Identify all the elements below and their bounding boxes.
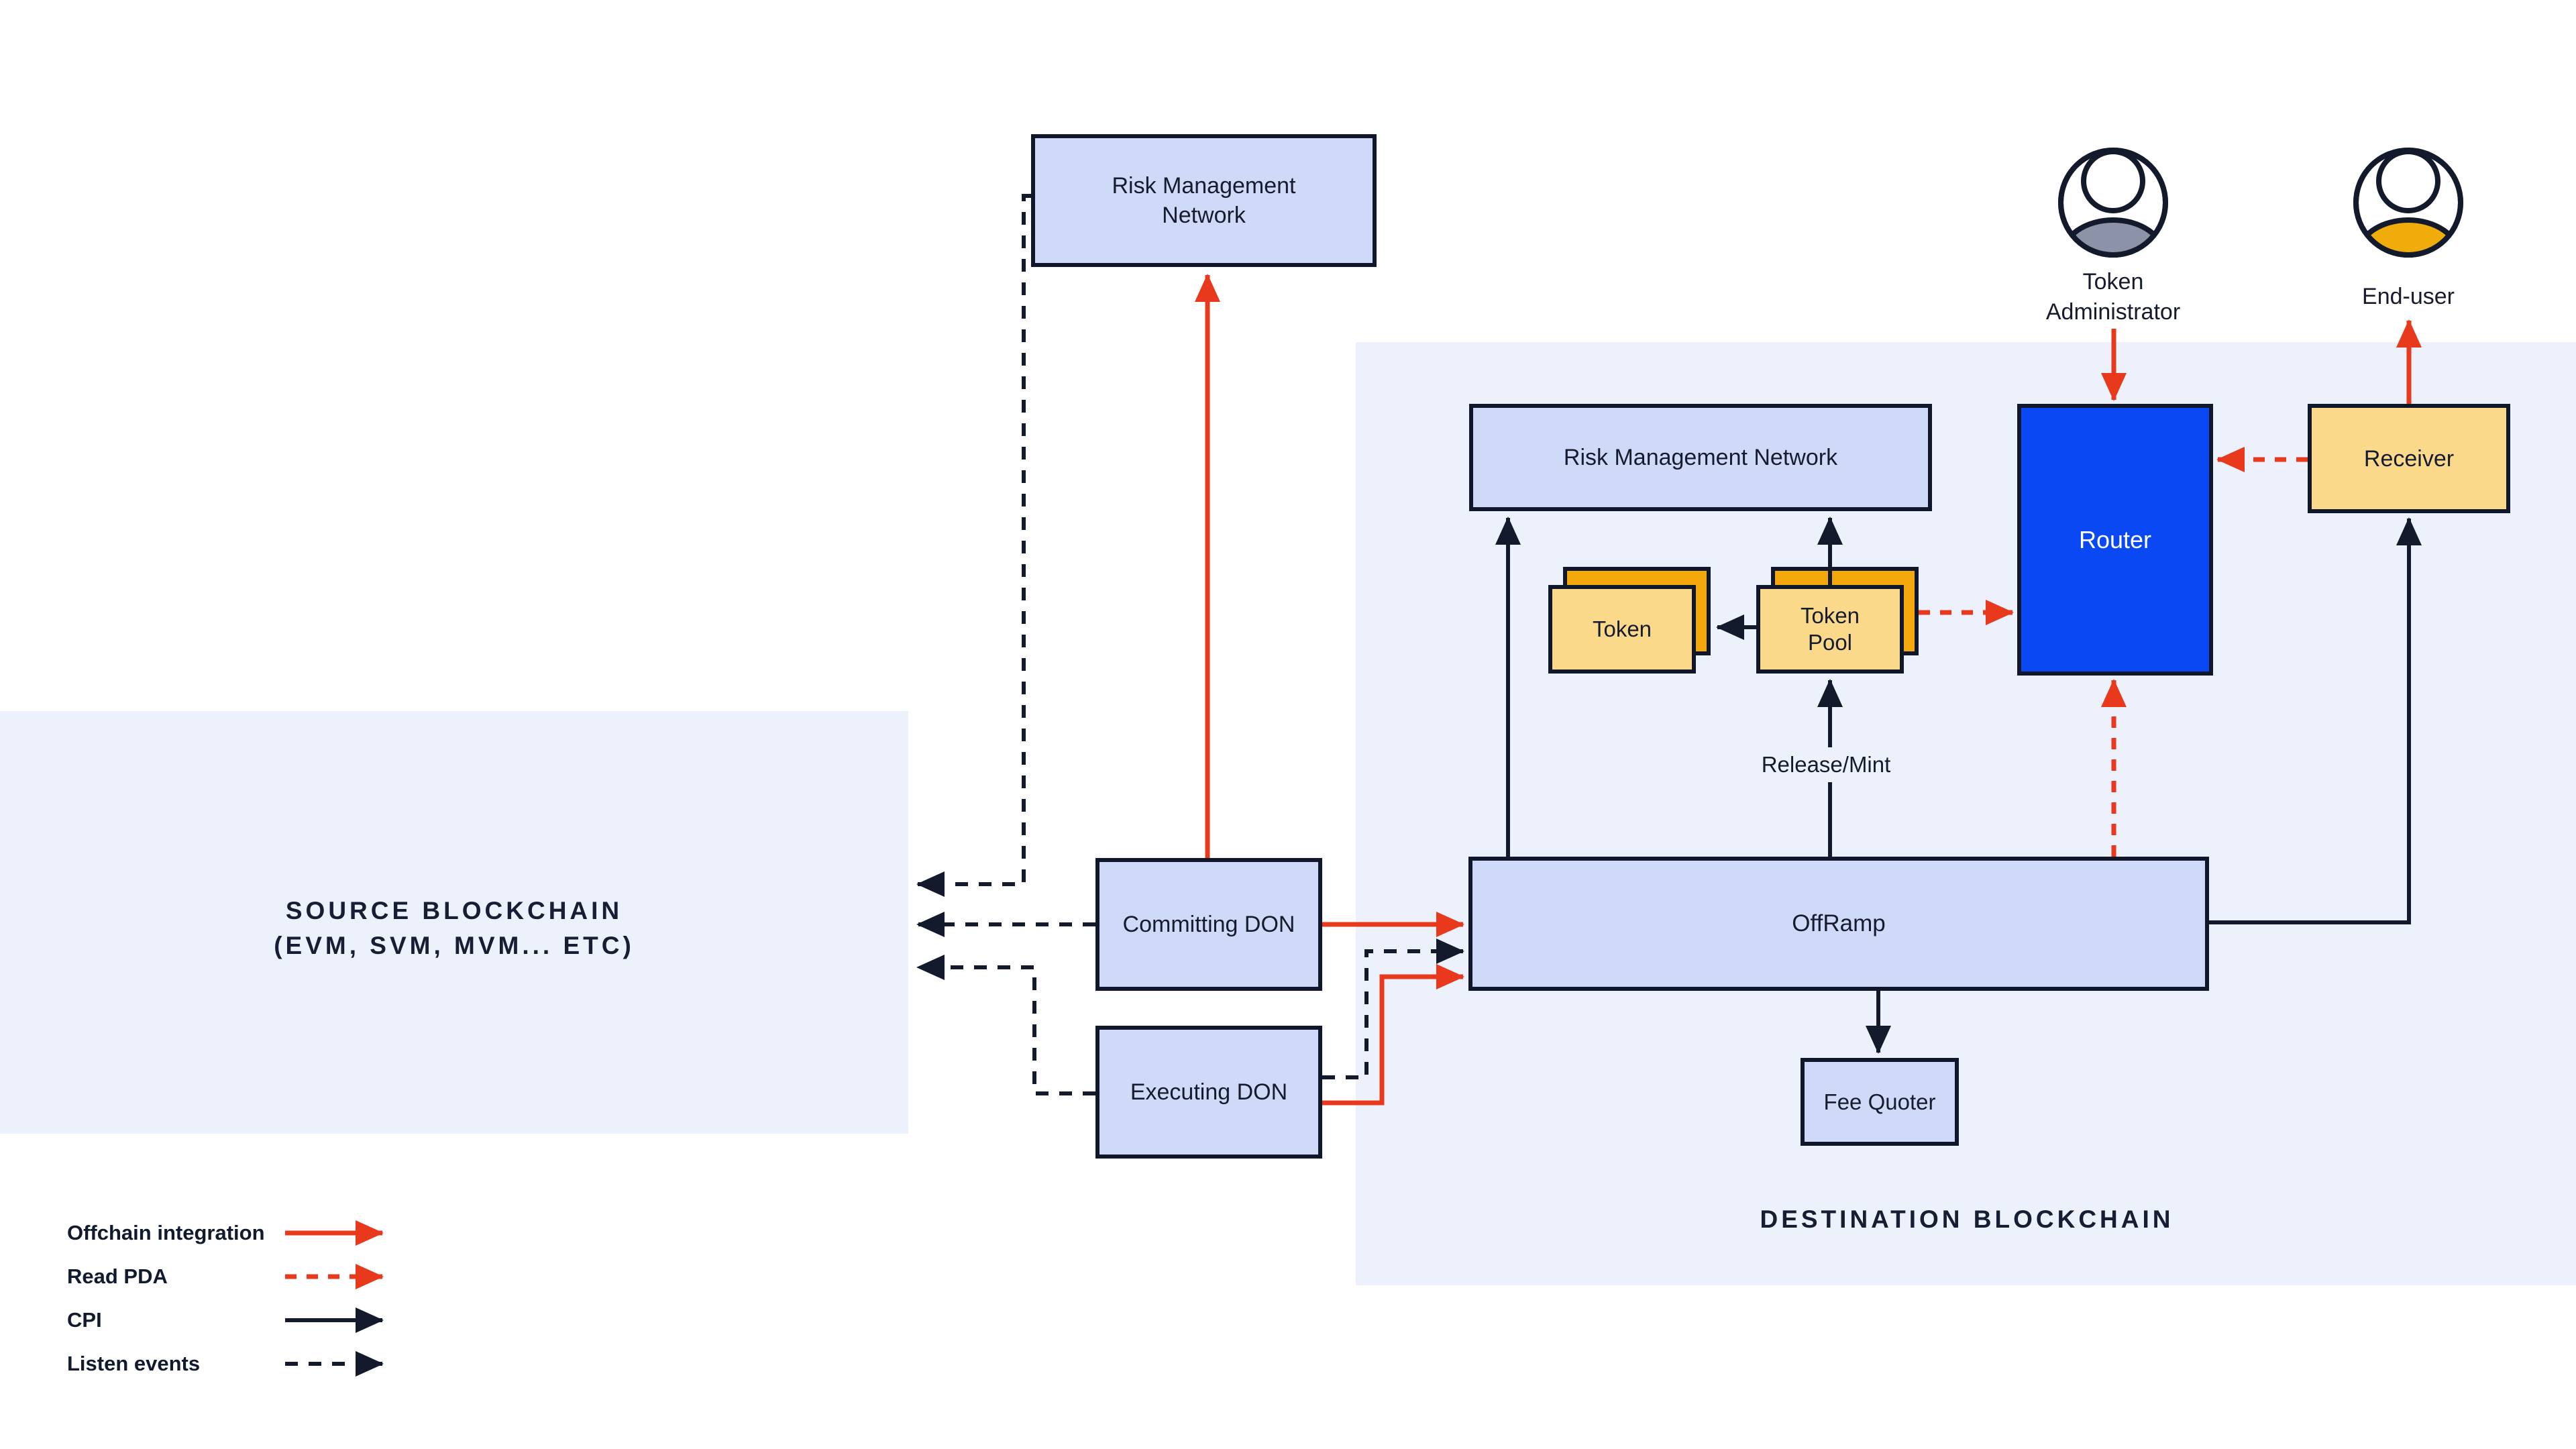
node-executing-don: Executing DON	[1095, 1026, 1322, 1159]
node-label: Token	[1592, 616, 1652, 641]
destination-blockchain-title: DESTINATION BLOCKCHAIN	[1760, 1205, 2174, 1233]
node-token-pool: Token Pool	[1756, 585, 1904, 674]
node-fee-quoter: Fee Quoter	[1801, 1058, 1959, 1146]
token-administrator-icon	[2058, 148, 2168, 258]
node-label: Committing DON	[1122, 912, 1295, 937]
actor-label-line: Administrator	[2045, 299, 2181, 325]
source-title-line2: (EVM, SVM, MVM... ETC)	[274, 932, 635, 959]
node-label: Network	[1162, 203, 1246, 228]
node-risk-management-network-offchain: Risk Management Network	[1031, 134, 1377, 267]
node-risk-management-network-destination: Risk Management Network	[1469, 404, 1932, 511]
node-committing-don: Committing DON	[1095, 858, 1322, 991]
edge-rmn-offchain-to-source-blockchain-listen	[916, 194, 1031, 897]
token-administrator-label: Token Administrator	[1979, 267, 2247, 327]
legend-item-read-pda: Read PDA	[67, 1265, 168, 1288]
node-label: Risk Management Network	[1563, 445, 1838, 470]
source-blockchain-title: SOURCE BLOCKCHAIN (EVM, SVM, MVM... ETC)	[0, 894, 908, 963]
legend-item-cpi: CPI	[67, 1308, 102, 1332]
node-offramp: OffRamp	[1468, 857, 2209, 991]
node-label: Router	[2078, 525, 2152, 553]
end-user-label: End-user	[2362, 284, 2455, 309]
node-label: Token	[1800, 603, 1860, 628]
actor-label-line: Token	[2082, 269, 2144, 294]
end-user-icon	[2353, 148, 2463, 258]
node-receiver: Receiver	[2308, 404, 2510, 513]
node-label: Receiver	[2363, 445, 2455, 472]
legend-item-offchain-integration: Offchain integration	[67, 1221, 265, 1244]
source-title-line1: SOURCE BLOCKCHAIN	[285, 897, 623, 924]
node-label: Risk Management	[1112, 173, 1296, 199]
legend-item-listen-events: Listen events	[67, 1352, 201, 1375]
source-blockchain-panel	[0, 711, 908, 1134]
node-token: Token	[1548, 585, 1696, 674]
node-label: Executing DON	[1130, 1079, 1288, 1105]
node-label: Pool	[1807, 630, 1853, 655]
node-router: Router	[2017, 404, 2213, 676]
node-label: Fee Quoter	[1823, 1089, 1936, 1114]
release-mint-edge-label: Release/Mint	[1740, 747, 1912, 782]
edge-executing-don-to-source-blockchain-listen	[916, 955, 1095, 1095]
node-label: OffRamp	[1792, 910, 1886, 936]
